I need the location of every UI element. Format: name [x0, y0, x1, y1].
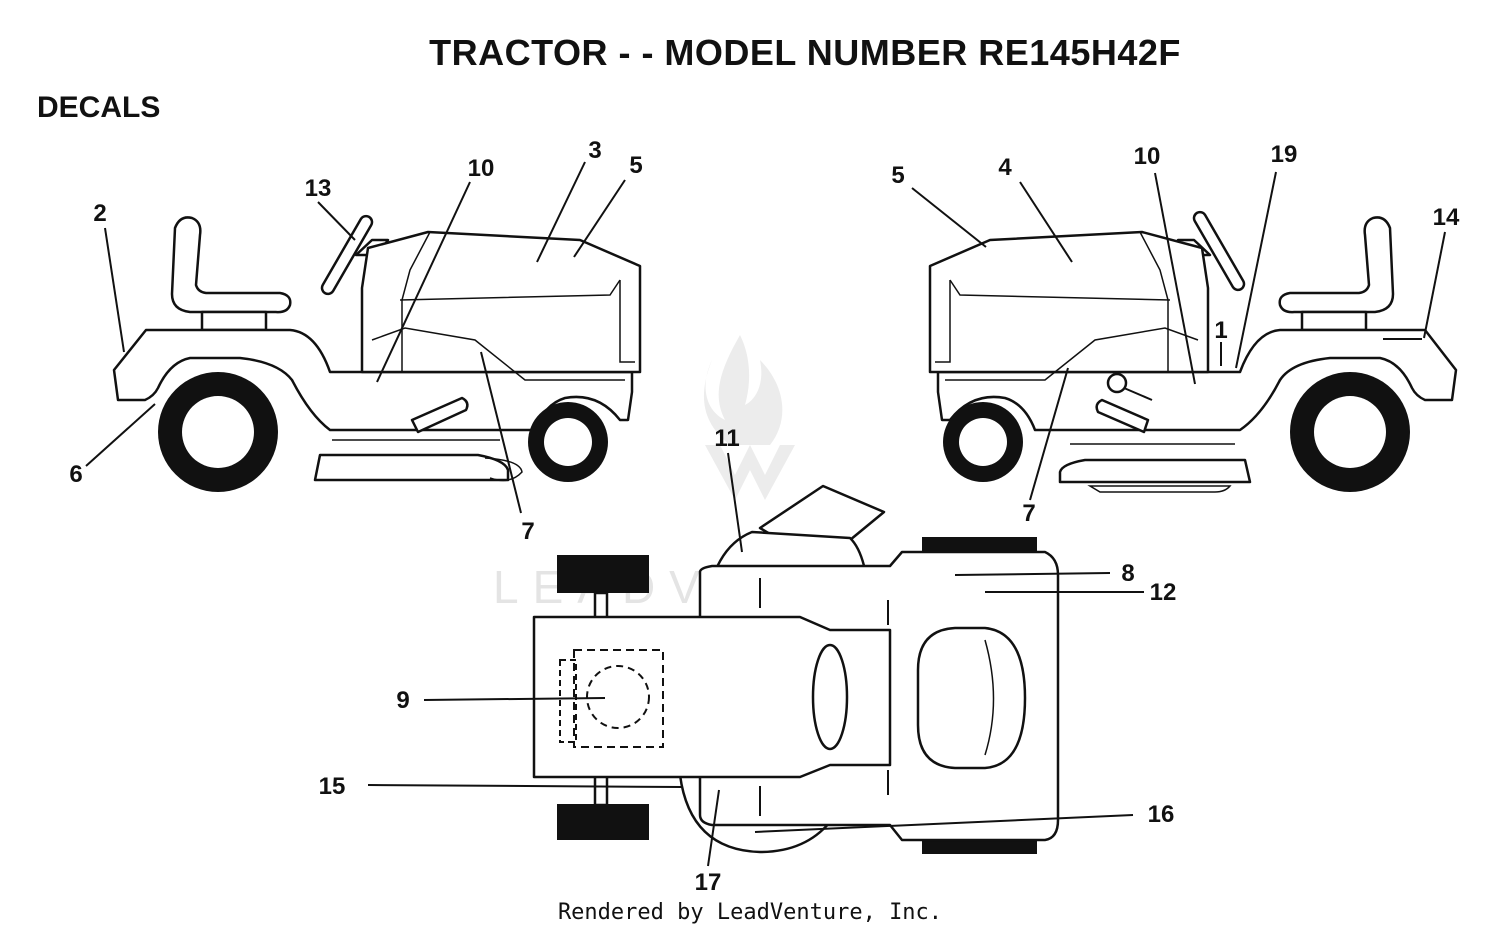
footer-credit: Rendered by LeadVenture, Inc. — [557, 900, 943, 925]
callout-7-right: 7 — [1022, 500, 1035, 527]
callout-17-top: 17 — [695, 869, 722, 896]
callout-12-top: 12 — [1150, 579, 1177, 606]
callout-10-right: 10 — [1134, 143, 1161, 170]
section-heading: DECALS — [37, 91, 161, 124]
callout-5-right: 5 — [891, 162, 904, 189]
callout-labels: 2 13 10 3 5 6 7 5 4 10 19 14 1 7 11 8 12… — [69, 137, 1460, 896]
callout-11-top: 11 — [714, 425, 739, 452]
callout-4-right: 4 — [998, 154, 1012, 181]
page-title: TRACTOR - - MODEL NUMBER RE145H42F — [429, 32, 1181, 73]
tractor-top-view — [532, 484, 1060, 854]
callout-19-right: 19 — [1271, 141, 1298, 168]
callout-1-right: 1 — [1214, 317, 1227, 344]
callout-13-left: 13 — [305, 175, 332, 202]
left-leader-lines — [85, 161, 626, 514]
callout-8-top: 8 — [1121, 560, 1134, 587]
callout-2-left: 2 — [93, 200, 106, 227]
callout-10-left: 10 — [468, 155, 495, 182]
callout-3-left: 3 — [588, 137, 601, 164]
callout-6-left: 6 — [69, 461, 82, 488]
top-leader-lines — [367, 452, 1144, 867]
callout-16-top: 16 — [1148, 801, 1175, 828]
right-leader-lines — [911, 171, 1446, 501]
callout-15-top: 15 — [319, 773, 346, 800]
callout-9-top: 9 — [396, 687, 409, 714]
tractor-left-side-view — [112, 214, 642, 492]
tractor-right-side-view — [928, 210, 1458, 493]
callout-5-left: 5 — [629, 152, 642, 179]
callout-7-left: 7 — [521, 518, 534, 545]
callout-14-right: 14 — [1433, 204, 1460, 231]
